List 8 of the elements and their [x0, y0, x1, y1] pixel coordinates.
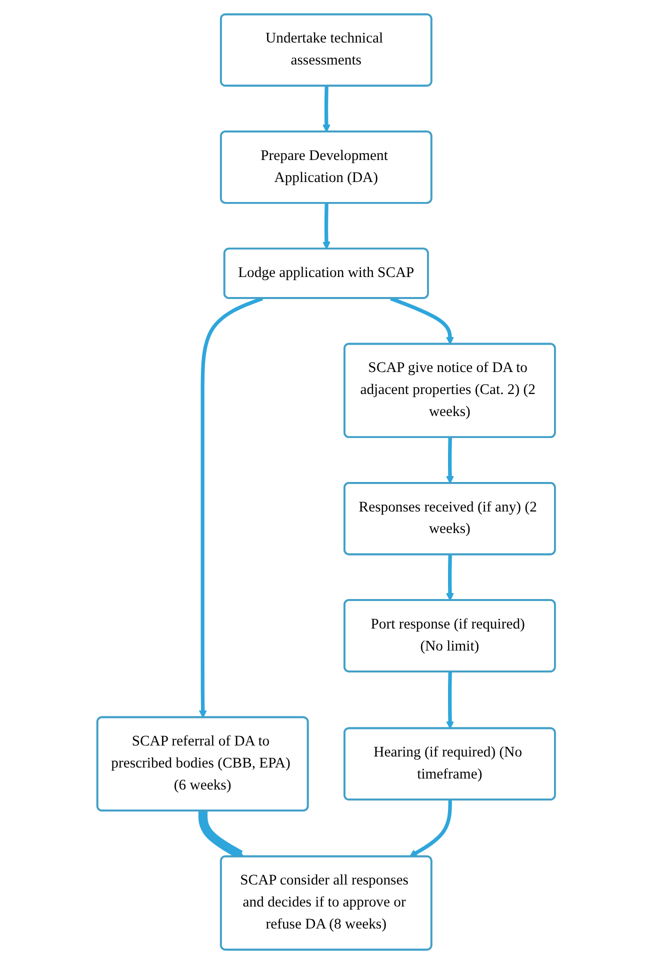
- arrow: [322, 203, 330, 250]
- arrow: [446, 438, 454, 484]
- arrow: [390, 296, 454, 345]
- arrow: [198, 296, 263, 718]
- arrow: [322, 86, 330, 132]
- arrow: [446, 672, 454, 729]
- arrow: [409, 800, 452, 858]
- arrow: [446, 554, 454, 601]
